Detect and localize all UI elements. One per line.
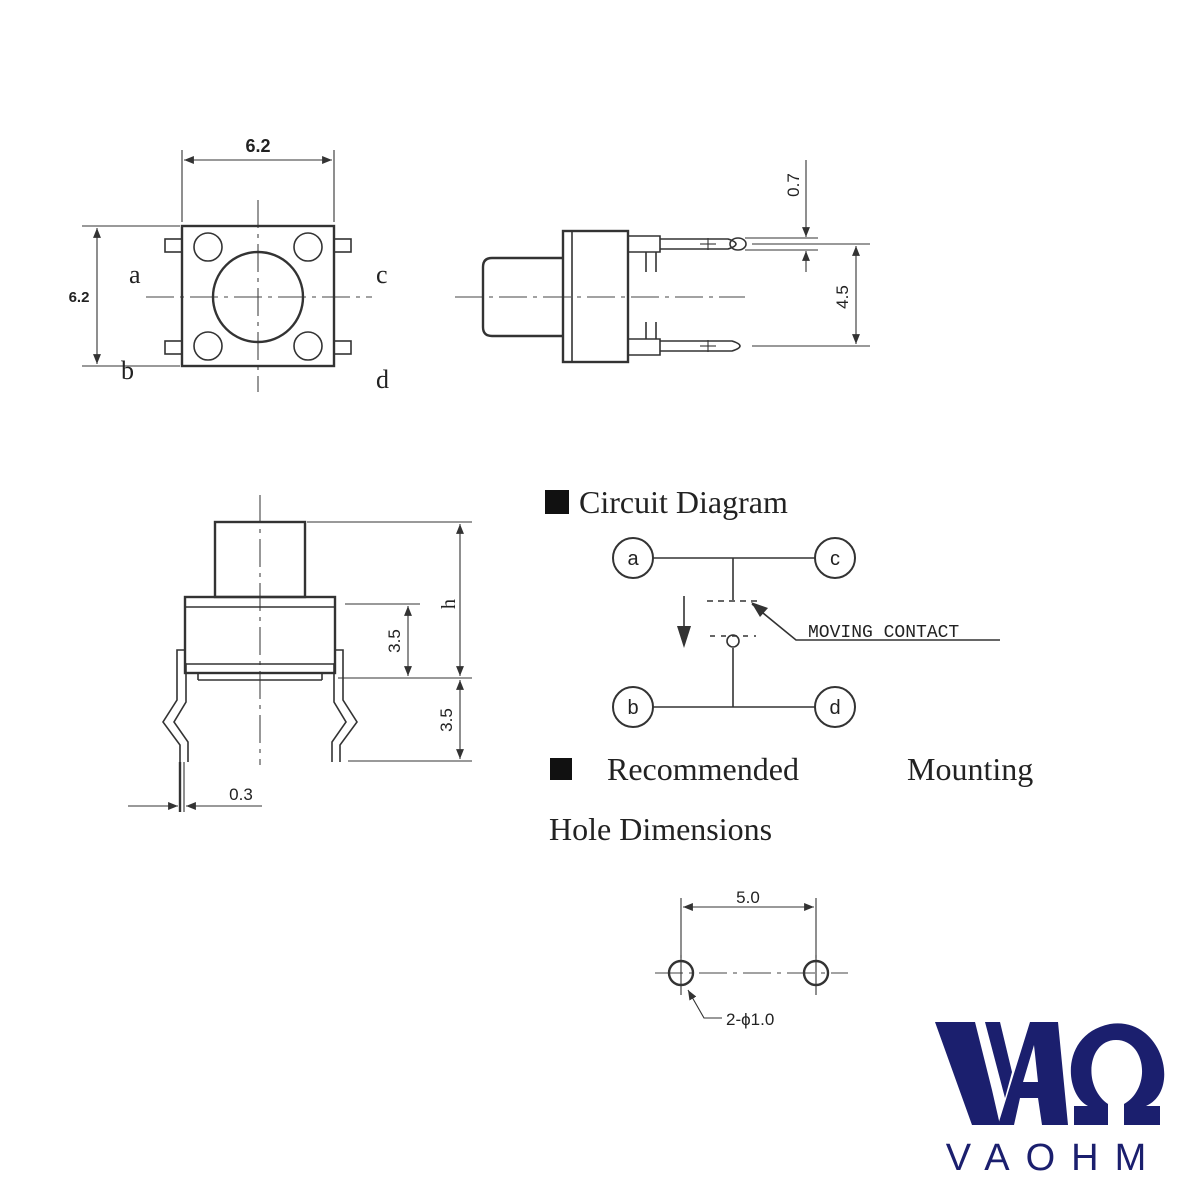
pin-label-c: c bbox=[376, 260, 388, 289]
circuit-diagram: Circuit Diagram MOVING CONTACT a c b d bbox=[545, 484, 1000, 728]
bullet-square-icon bbox=[545, 490, 569, 514]
circuit-pin-a: a bbox=[627, 548, 639, 570]
circuit-title: Circuit Diagram bbox=[579, 484, 788, 520]
pin-label-b: b bbox=[121, 356, 134, 385]
front-h-dim: h bbox=[438, 599, 460, 609]
pin-label-a: a bbox=[129, 260, 141, 289]
vaohm-logo: VAOHM bbox=[935, 1022, 1165, 1179]
side-view: 0.7 4.5 bbox=[455, 160, 870, 364]
front-lead-width-dim: 0.3 bbox=[229, 785, 253, 804]
mounting-holes: Recommended Mounting Hole Dimensions 5.0… bbox=[549, 751, 1033, 1029]
circuit-pin-c: c bbox=[830, 548, 840, 570]
mounting-title-line2: Hole Dimensions bbox=[549, 811, 772, 847]
mounting-title-recommended: Recommended bbox=[607, 751, 799, 787]
side-pin-spacing-dim: 4.5 bbox=[833, 285, 852, 309]
top-view: 6.2 6.2 a b c d bbox=[69, 136, 389, 394]
circuit-pin-b: b bbox=[627, 697, 638, 719]
pin-label-d: d bbox=[376, 365, 389, 394]
circuit-pin-d: d bbox=[829, 697, 840, 719]
top-height-dim: 6.2 bbox=[69, 289, 90, 306]
hole-diameter-label: 2-ϕ1.0 bbox=[726, 1010, 774, 1029]
logo-wordmark: VAOHM bbox=[946, 1137, 1163, 1179]
side-pin-thickness-dim: 0.7 bbox=[784, 173, 803, 197]
mounting-title-mounting: Mounting bbox=[907, 751, 1033, 787]
hole-spacing-dim: 5.0 bbox=[736, 888, 760, 907]
front-body-height-dim: 3.5 bbox=[385, 629, 404, 653]
bullet-square-icon bbox=[550, 758, 572, 780]
front-lead-length-dim: 3.5 bbox=[437, 708, 456, 732]
top-width-dim: 6.2 bbox=[245, 136, 270, 156]
front-view: h 3.5 3.5 0.3 bbox=[128, 495, 472, 812]
moving-contact-label: MOVING CONTACT bbox=[808, 623, 959, 643]
